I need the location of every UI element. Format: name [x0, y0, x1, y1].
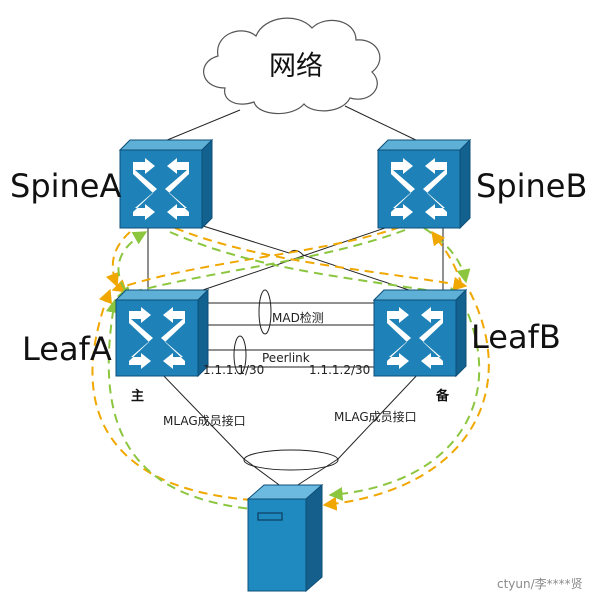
orange-path-spineb-leafa [111, 226, 401, 293]
watermark: ctyun/李****贤 [497, 576, 583, 591]
switch-side [455, 288, 467, 378]
mlag-b-label: MLAG成员接口 [334, 409, 417, 424]
switch-leafb[interactable] [372, 288, 468, 378]
switch-top [372, 289, 468, 301]
lag-bundle-markers [233, 289, 339, 471]
network-cloud: 网络 [203, 17, 381, 115]
leafa-mlag-link [159, 371, 245, 460]
mad-bundle-ellipse [258, 289, 272, 335]
orange-path-spinea-leafb [174, 227, 468, 291]
ip-leafb-label: 1.1.1.2/30 [309, 363, 370, 377]
mlag-bundle-ellipse [243, 449, 339, 471]
switch-face [119, 149, 203, 229]
switch-arrows-icon [387, 307, 443, 369]
switch-top [118, 139, 214, 151]
primary-role-label: 主 [131, 388, 144, 404]
orange-path-spinea-leafa [105, 231, 131, 288]
cloud-spineb-link [344, 105, 421, 143]
spinea-leafb-link [199, 224, 416, 293]
orange-path-server-leafa [91, 288, 253, 501]
cloud-spinea-link [159, 109, 241, 144]
mad-label: MAD检测 [272, 310, 324, 325]
switch-side [459, 138, 471, 230]
spinea-label: SpineA [10, 167, 121, 205]
leafa-label: LeafA [22, 330, 112, 368]
mlag-a-label: MLAG成员接口 [163, 413, 246, 428]
switch-top [114, 289, 210, 301]
backup-role-label: 备 [435, 388, 450, 404]
switch-spinea[interactable] [118, 138, 214, 230]
green-path-leafb-server [328, 299, 481, 501]
server-face [247, 498, 307, 592]
green-path-spineb-leafa [116, 229, 406, 300]
switch-arrows-icon [391, 158, 447, 220]
switch-spineb[interactable] [376, 138, 472, 230]
green-path-spineb-leafb [423, 227, 471, 284]
server-slot [257, 512, 283, 521]
leafb-mlag-link [337, 371, 421, 460]
switch-face [115, 299, 199, 377]
switch-top [376, 139, 472, 151]
server-side [305, 483, 323, 593]
green-path-leafa-spinea [117, 231, 148, 291]
switch-arrows-icon [129, 307, 185, 369]
leafb-label: LeafB [471, 318, 561, 356]
peerlink-label: Peerlink [262, 351, 310, 365]
server[interactable] [246, 483, 324, 593]
switch-face [377, 149, 461, 229]
peerlink-bundle-ellipse [233, 335, 247, 375]
ip-leafa-label: 1.1.1.1/30 [203, 363, 264, 377]
switch-side [201, 138, 213, 230]
switch-arrows-icon [133, 158, 189, 220]
spineb-label: SpineB [476, 167, 587, 205]
cloud-label: 网络 [269, 51, 323, 82]
orange-path-leafb-server [322, 291, 490, 511]
switch-face [373, 299, 457, 377]
switch-leafa[interactable] [114, 288, 210, 378]
orange-path-leafb-spineb [431, 230, 463, 287]
